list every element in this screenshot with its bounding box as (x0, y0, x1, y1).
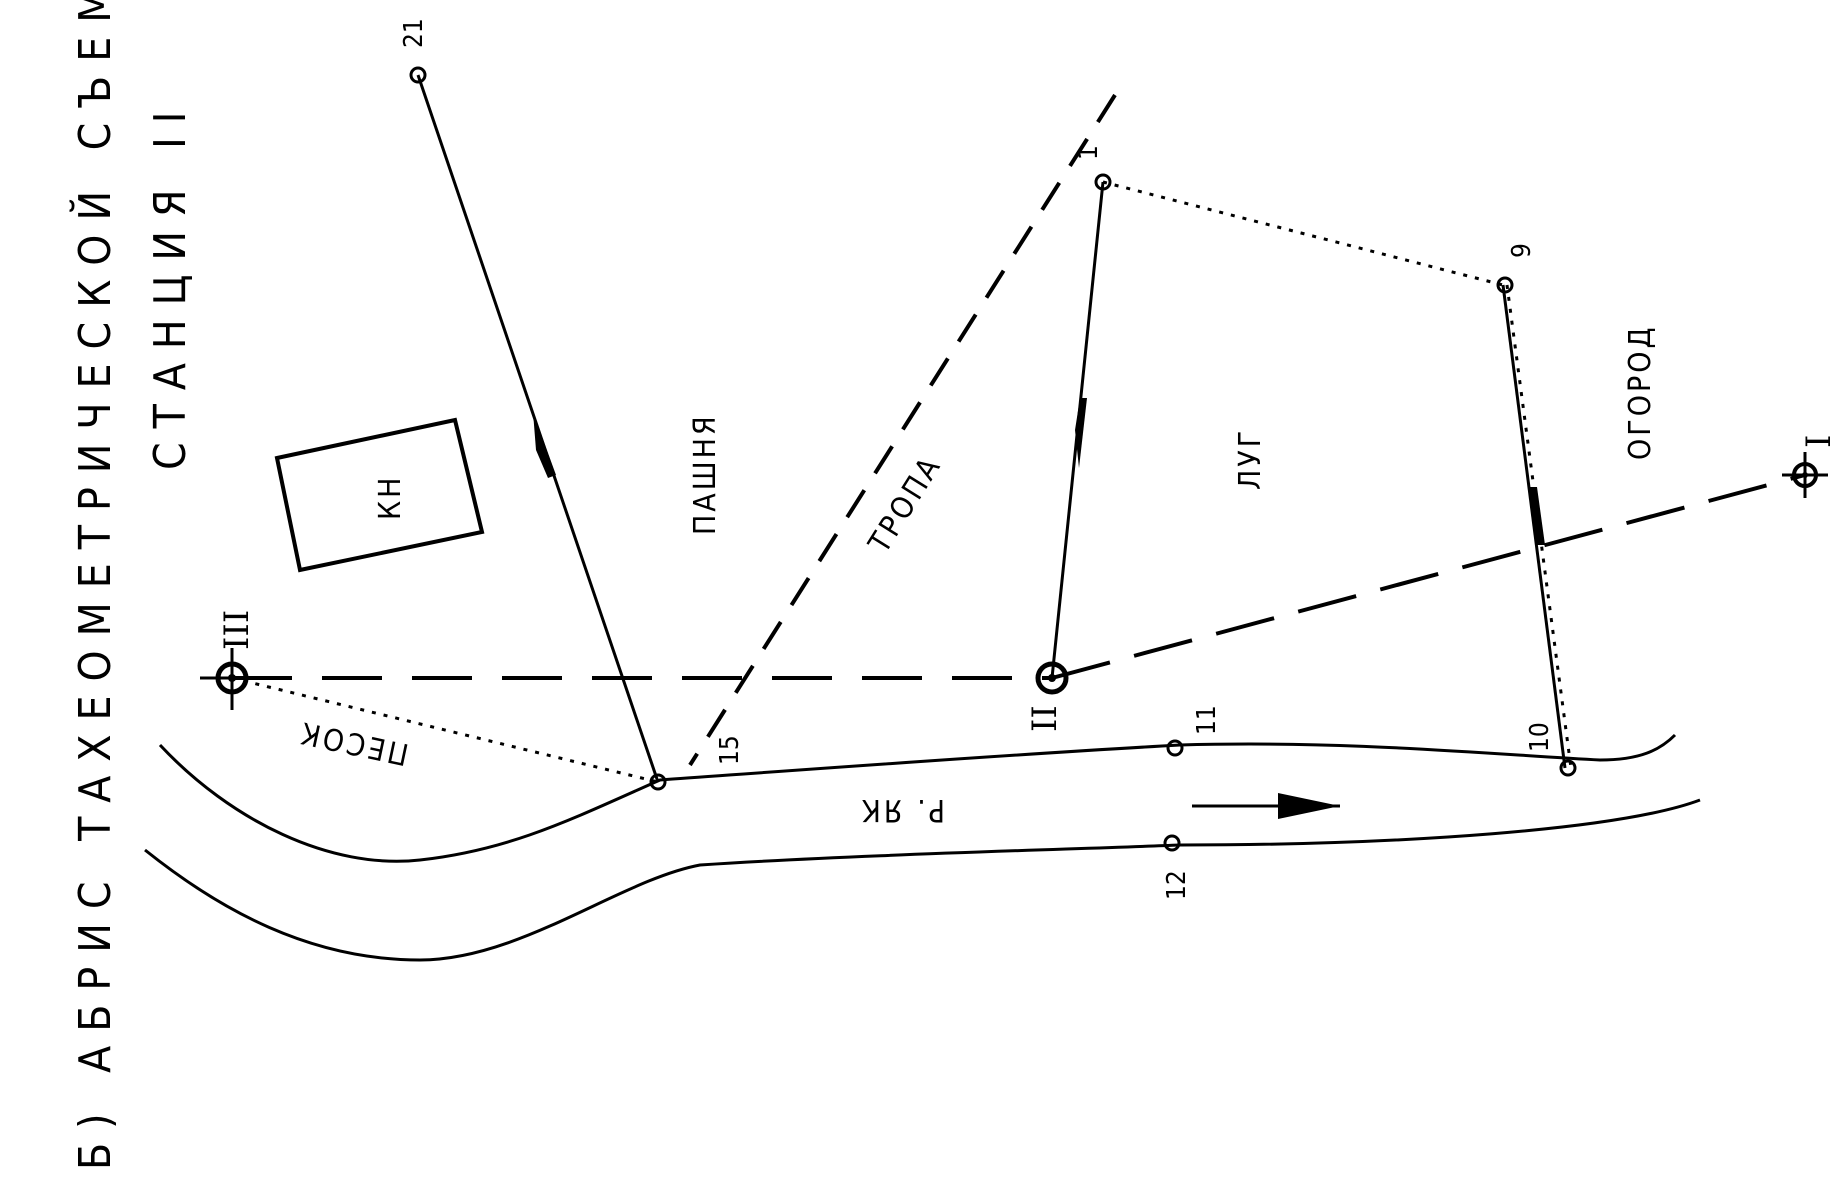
label-point-15: 15 (715, 735, 745, 765)
path-line (688, 93, 1117, 767)
station-I-marker (1782, 452, 1828, 498)
label-station-I: I (1799, 435, 1839, 448)
contour-III-15 (231, 676, 659, 784)
river-bank-right (144, 798, 1701, 962)
label-point-10: 10 (1525, 722, 1555, 752)
label-building: КН (373, 475, 408, 520)
label-point-21: 21 (399, 18, 429, 48)
river-bank-left (158, 733, 1677, 863)
label-point-1: 1 (1074, 145, 1104, 160)
sketch-title: Б) АБРИС ТАХЕОМЕТРИЧЕСКОЙ СЪЕМКИ (68, 0, 121, 1170)
point-11 (1166, 739, 1184, 757)
label-station-II: II (1025, 705, 1065, 732)
station-subtitle: СТАНЦИЯ II (145, 98, 196, 470)
point-12 (1163, 834, 1181, 852)
label-path: ТРОПА (862, 449, 949, 560)
station-II-marker (1035, 661, 1069, 695)
point-15 (649, 773, 667, 791)
station-III-marker (200, 648, 264, 710)
label-point-9: 9 (1507, 243, 1537, 258)
label-river: Р. ЯК (859, 792, 945, 827)
arrow-ray-9 (1528, 487, 1545, 545)
contour-1-9 (1102, 180, 1504, 287)
ray-9-to-10 (1501, 284, 1567, 769)
label-point-12: 12 (1162, 870, 1192, 900)
point-10 (1559, 759, 1577, 777)
point-9 (1496, 276, 1514, 294)
arrow-ray-21 (533, 412, 556, 478)
label-garden: ОГОРОД (1623, 324, 1658, 460)
point-1 (1094, 173, 1112, 191)
arrow-ray-1 (1075, 398, 1087, 468)
river-flow-arrow (1278, 793, 1340, 819)
label-sand: ПЕСОК (295, 714, 411, 771)
label-point-11: 11 (1192, 705, 1222, 735)
point-21 (409, 66, 427, 84)
label-station-III: III (217, 610, 257, 650)
label-arable-land: ПАШНЯ (688, 413, 723, 535)
label-meadow: ЛУГ (1233, 428, 1268, 490)
building-outline (274, 417, 485, 573)
traverse-line-II-I (1051, 473, 1806, 680)
